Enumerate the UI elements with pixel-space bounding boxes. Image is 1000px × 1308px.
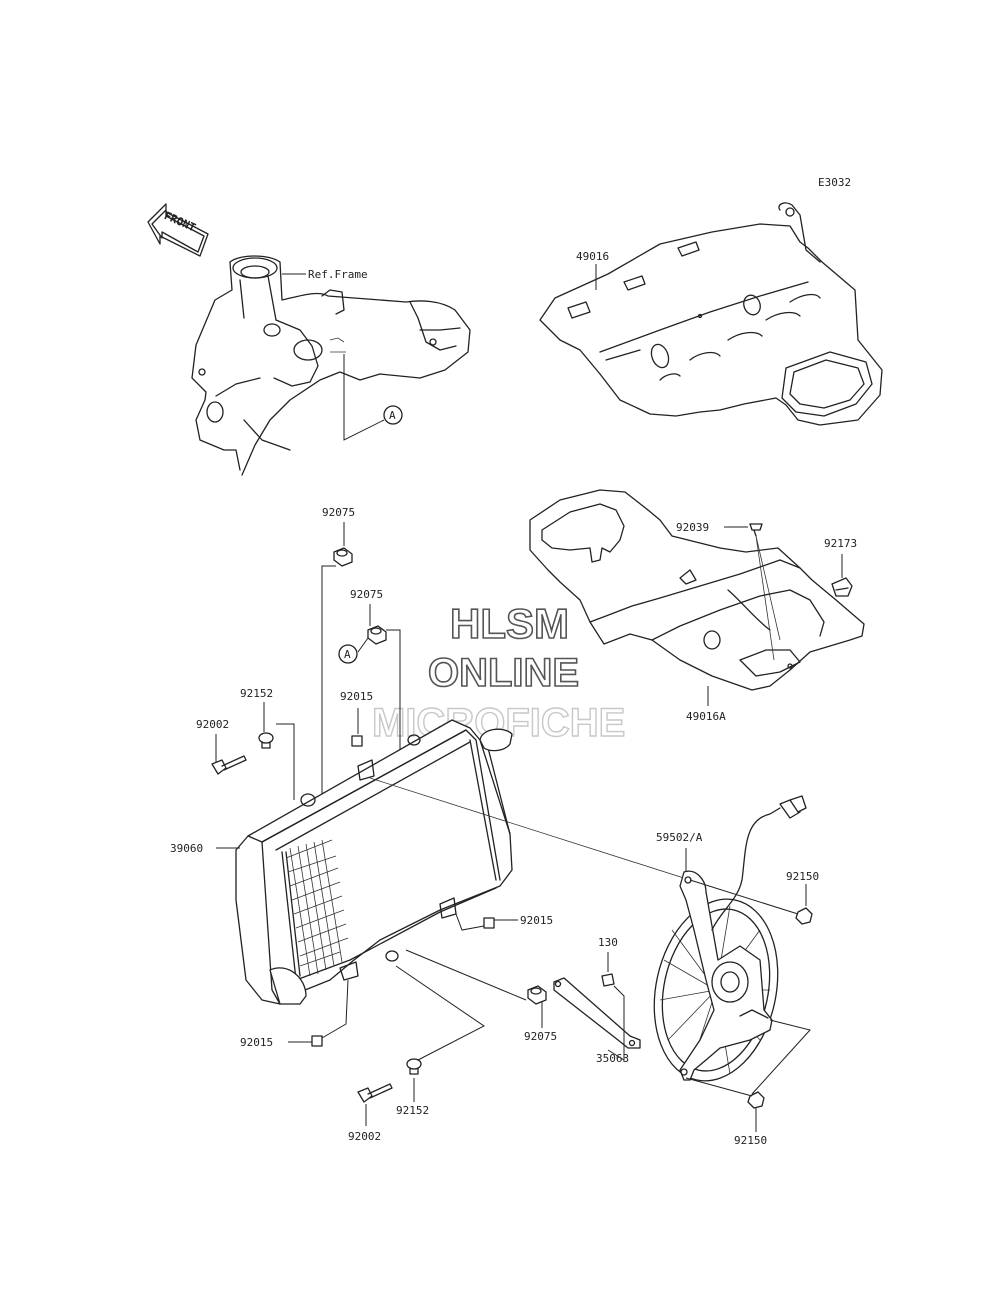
nut-92015-a-icon[interactable]: [351, 735, 363, 747]
svg-text:HLSM: HLSM: [450, 600, 569, 647]
bolt-92002-a-icon[interactable]: [211, 755, 247, 775]
part-label-130[interactable]: 130: [598, 936, 618, 949]
collar-92152-a-icon[interactable]: [258, 732, 274, 749]
ref-marker-label: A: [389, 409, 396, 422]
part-label-92150-b[interactable]: 92150: [734, 1134, 767, 1147]
fan-59502A[interactable]: [638, 795, 807, 1092]
part-label-49016A[interactable]: 49016A: [686, 710, 726, 723]
nut-92015-b-icon[interactable]: [483, 917, 495, 929]
nut-92015-c-icon[interactable]: [311, 1035, 323, 1047]
part-label-92002-b[interactable]: 92002: [348, 1130, 381, 1143]
part-label-92015-b[interactable]: 92015: [520, 914, 553, 927]
part-label-92002-a[interactable]: 92002: [196, 718, 229, 731]
clip-92039-icon[interactable]: [749, 523, 763, 537]
ref-marker-label-2: A: [344, 648, 351, 661]
bolt-130-icon[interactable]: [601, 973, 615, 987]
part-label-92075-a[interactable]: 92075: [322, 506, 355, 519]
front-arrow-icon: FRONT: [147, 203, 209, 257]
nut-92150-a-icon[interactable]: [795, 907, 813, 925]
part-label-92152-a[interactable]: 92152: [240, 687, 273, 700]
svg-text:MICROFICHE: MICROFICHE: [372, 701, 625, 745]
part-label-35063[interactable]: 35063: [596, 1052, 629, 1065]
frame-illustration: [191, 255, 471, 476]
part-label-92015-c[interactable]: 92015: [240, 1036, 273, 1049]
diagram-code: E3032: [818, 176, 851, 189]
nut-92150-b-icon[interactable]: [747, 1091, 765, 1109]
part-label-92039[interactable]: 92039: [676, 521, 709, 534]
cover-49016[interactable]: [539, 202, 883, 426]
grommet-92075-b-icon[interactable]: [367, 625, 387, 645]
cover-49016A[interactable]: [529, 489, 865, 691]
radiator-39060[interactable]: [235, 719, 513, 1005]
part-label-59502A[interactable]: 59502/A: [656, 831, 703, 844]
part-label-92152-b[interactable]: 92152: [396, 1104, 429, 1117]
part-label-92075-c[interactable]: 92075: [524, 1030, 557, 1043]
collar-92152-b-icon[interactable]: [406, 1058, 422, 1075]
bracket-35063[interactable]: [553, 977, 641, 1049]
part-label-92173[interactable]: 92173: [824, 537, 857, 550]
part-label-92150-a[interactable]: 92150: [786, 870, 819, 883]
bolt-92002-b-icon[interactable]: [357, 1083, 393, 1103]
part-label-92075-b[interactable]: 92075: [350, 588, 383, 601]
ref-marker-circle-2: [338, 644, 358, 664]
part-label-49016[interactable]: 49016: [576, 250, 609, 263]
grommet-92075-c-icon[interactable]: [527, 985, 547, 1005]
watermark: HLSM ONLINE MICROFICHE: [371, 599, 626, 746]
ref-marker-circle: [383, 405, 403, 425]
part-label-92015-a[interactable]: 92015: [340, 690, 373, 703]
grommet-92075-a-icon[interactable]: [333, 547, 353, 567]
ref-frame-label: Ref.Frame: [308, 268, 368, 281]
part-label-39060[interactable]: 39060: [170, 842, 203, 855]
svg-text:ONLINE: ONLINE: [428, 651, 579, 695]
clamp-92173-icon[interactable]: [831, 577, 853, 597]
